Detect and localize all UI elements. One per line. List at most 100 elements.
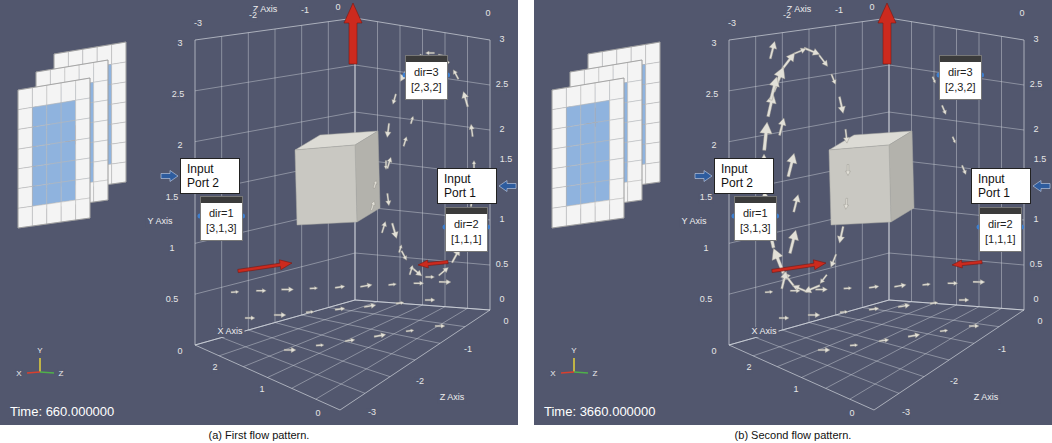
grid-cell [646, 142, 660, 164]
grid-cell [595, 140, 609, 162]
tick-label: 0 [1032, 295, 1039, 305]
velocity-glyph [316, 343, 324, 347]
grid-line [836, 315, 974, 343]
grid-cell [595, 100, 609, 122]
grid-cell [112, 102, 126, 124]
grid-cell [595, 80, 609, 102]
grid-cell [581, 103, 595, 125]
velocity-glyph [425, 298, 435, 302]
grid-cell [595, 160, 609, 182]
grid-cell [112, 122, 126, 144]
tick-label: 1 [1032, 215, 1039, 225]
axis-title: Z Axis [972, 393, 1001, 403]
tick-label: 1.5 [699, 193, 714, 203]
grid-cell [581, 162, 595, 184]
grid-cell [581, 182, 595, 204]
input-port-callout: Input Port 1 [437, 168, 497, 204]
velocity-glyph [869, 285, 879, 289]
view-background [0, 0, 518, 425]
tick-label: 2.5 [495, 80, 510, 90]
source-arrow [344, 3, 362, 64]
velocity-glyph [952, 136, 956, 143]
grid-cell [646, 102, 660, 124]
grid-cell [76, 138, 90, 160]
axes-face-outline [195, 300, 490, 410]
grid-cell [61, 200, 75, 222]
tick-label: -1 [834, 6, 844, 16]
source-arrow [238, 260, 292, 273]
axis-title: Y Axis [680, 217, 709, 227]
velocity-glyph [922, 283, 930, 287]
grid-cell [94, 80, 108, 102]
tick-label: 2 [211, 363, 218, 373]
tick-label: -3 [193, 19, 203, 29]
velocity-glyph [409, 265, 414, 275]
input-arrow [161, 171, 178, 182]
grid-cell [552, 107, 566, 129]
velocity-glyph [831, 74, 836, 84]
velocity-glyph [306, 310, 314, 314]
grid-line [826, 307, 979, 389]
grid-cell [94, 160, 108, 182]
velocity-glyph [940, 329, 948, 333]
velocity-glyph [387, 157, 392, 169]
tick-label: 0 [1036, 317, 1043, 327]
adaptor-panel: dir=3[2,3,2] [405, 55, 448, 100]
tick-label: 0 [498, 295, 505, 305]
tick-label: -3 [367, 408, 377, 418]
tick-label: 3 [1032, 35, 1039, 45]
velocity-glyph [453, 70, 459, 80]
port-label: Input Port 1 [978, 172, 1024, 200]
grid-cell [552, 206, 566, 228]
input-port-callout: Input Port 2 [180, 158, 240, 194]
input-arrow [1033, 181, 1050, 192]
tick-label: 1 [498, 215, 505, 225]
velocity-glyph [941, 105, 946, 115]
adaptor-text: [2,3,2] [940, 80, 981, 95]
grid-cell [61, 140, 75, 162]
velocity-glyph [843, 129, 849, 143]
velocity-glyph [469, 124, 474, 137]
grid-cell [646, 62, 660, 84]
velocity-glyph [274, 312, 286, 317]
velocity-glyph [396, 301, 404, 305]
render-view [0, 0, 518, 425]
axes-face-outline [729, 300, 1024, 410]
tick-label: 0 [314, 409, 321, 419]
axes-face-outline [889, 18, 1024, 310]
adaptor-text: dir=3 [406, 65, 447, 80]
adaptor-panel: dir=1[3,1,3] [734, 196, 777, 241]
callout-decorations [161, 73, 1050, 230]
grid-cell [566, 204, 580, 226]
grid-cell [47, 103, 61, 125]
grid-line [809, 323, 949, 361]
input-arrow [695, 171, 712, 182]
velocity-glyph [850, 343, 858, 347]
grid-cell [32, 184, 46, 206]
grid-cell [32, 125, 46, 147]
velocity-glyph [401, 251, 407, 261]
grid-line [292, 307, 445, 389]
grid-cell [581, 142, 595, 164]
velocity-glyph [256, 289, 266, 293]
grid-cell [76, 98, 90, 120]
velocity-glyph [335, 285, 345, 289]
velocity-glyph [385, 123, 391, 137]
velocity-glyph [837, 226, 844, 243]
tick-label: 1 [702, 244, 709, 254]
source-arrow [952, 260, 982, 268]
grid-cell [47, 182, 61, 204]
grid-cell [595, 120, 609, 142]
velocity-glyph [392, 94, 397, 105]
velocity-glyph [462, 91, 469, 107]
source-arrow [878, 3, 896, 64]
panel-header [446, 208, 487, 214]
grid-cell [628, 60, 642, 82]
grid-cell [32, 165, 46, 187]
tick-label: -3 [901, 408, 911, 418]
orientation-axis [573, 358, 575, 372]
orientation-letter: Z [592, 370, 599, 379]
velocity-glyph [815, 287, 827, 292]
tick-label: 0.5 [495, 260, 510, 270]
port-label: Input Port 2 [721, 162, 767, 190]
